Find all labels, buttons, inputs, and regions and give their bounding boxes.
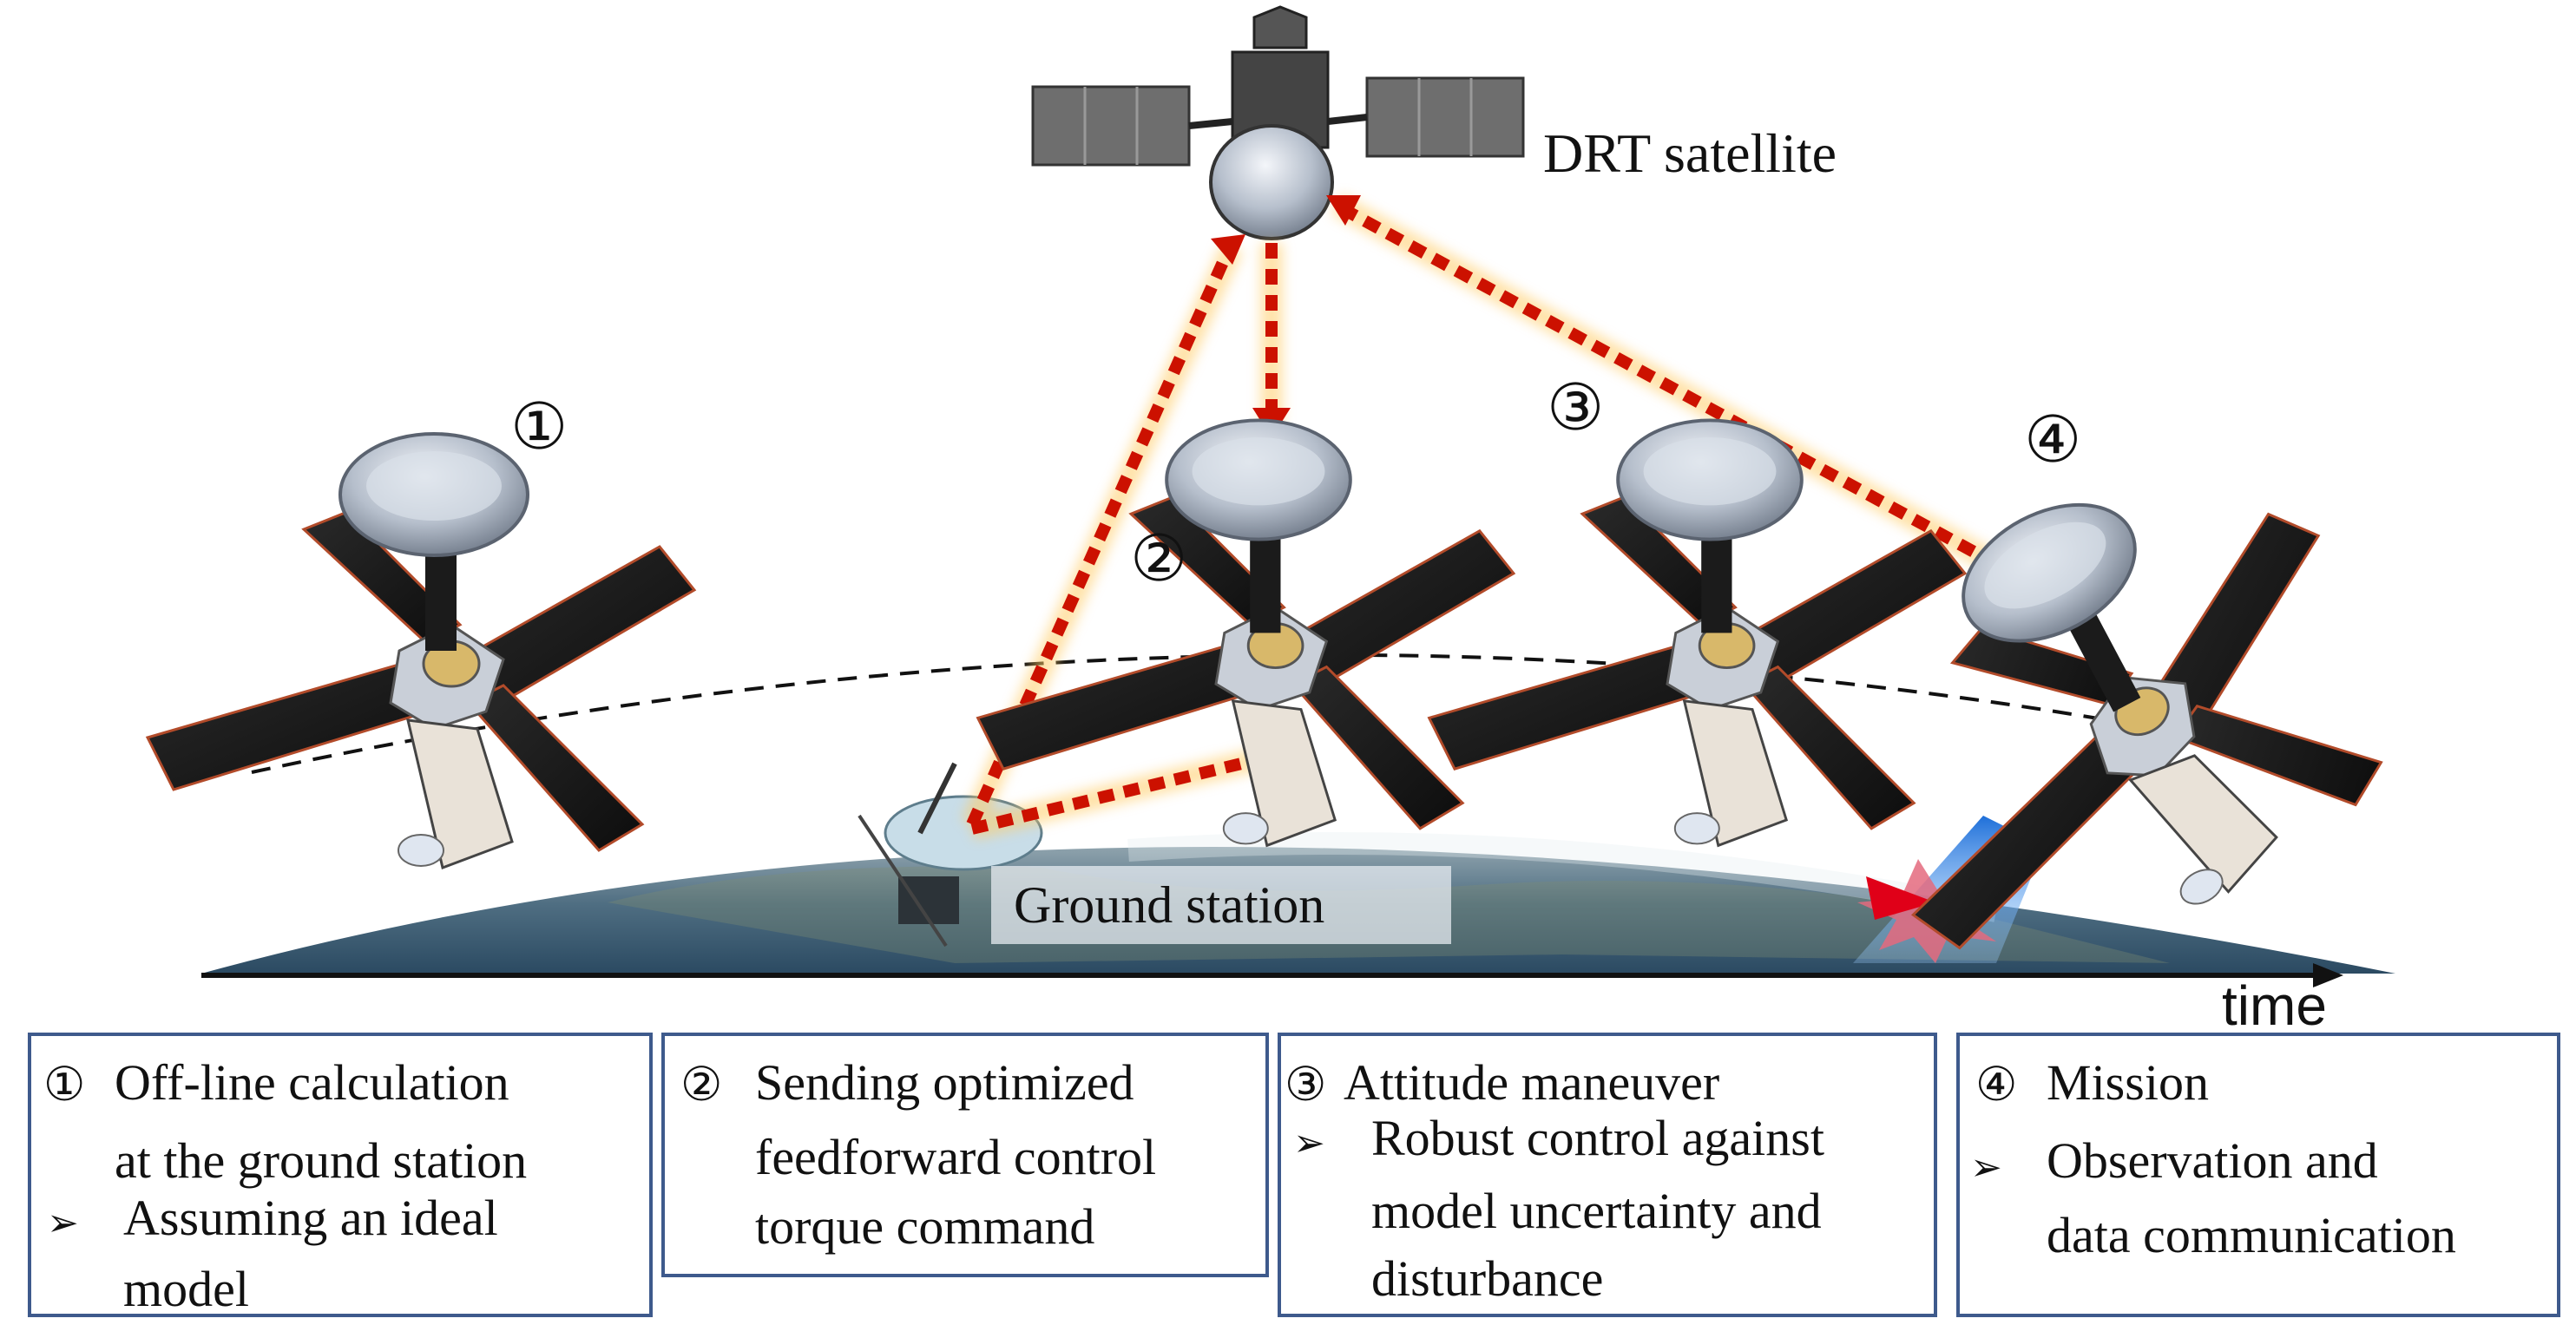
drt-satellite-label: DRT satellite <box>1543 122 1837 184</box>
step-marker-4: ④ <box>2024 403 2082 477</box>
step-2-title-line-3: torque command <box>755 1198 1095 1255</box>
step-3-number: ③ <box>1285 1057 1327 1112</box>
step-3-box: ③ Attitude maneuver ➢ Robust control aga… <box>1278 1033 1937 1317</box>
drt-satellite <box>1031 5 1525 240</box>
step-2-title-line-1: Sending optimized <box>755 1054 1134 1111</box>
step-marker-1: ① <box>510 390 568 464</box>
step-4-title: Mission <box>2047 1054 2209 1111</box>
step-marker-3: ③ <box>1547 371 1605 445</box>
step-2-box: ② Sending optimized feedforward control … <box>661 1033 1269 1277</box>
step-1-title-line-2: at the ground station <box>115 1132 528 1189</box>
step-4-detail-line-1: Observation and <box>2047 1132 2378 1189</box>
step-4-bullet-icon: ➢ <box>1970 1145 2002 1190</box>
step-1-number: ① <box>43 1057 86 1112</box>
step-2-title-line-2: feedforward control <box>755 1129 1157 1185</box>
step-4-box: ④ Mission ➢ Observation and data communi… <box>1956 1033 2560 1317</box>
step-3-detail-line-1: Robust control against <box>1371 1110 1824 1166</box>
step-1-box: ① Off-line calculation at the ground sta… <box>28 1033 653 1317</box>
step-1-bullet-icon: ➢ <box>47 1201 79 1245</box>
step-marker-2: ② <box>1130 521 1188 596</box>
step-3-detail-line-3: disturbance <box>1371 1250 1604 1307</box>
satellite-step-1 <box>146 432 696 869</box>
satellite-step-3 <box>1427 418 1967 848</box>
step-3-detail-line-2: model uncertainty and <box>1371 1183 1822 1239</box>
step-3-title: Attitude maneuver <box>1344 1054 1720 1111</box>
step-1-detail-line-2: model <box>123 1261 249 1317</box>
time-axis-arrowhead <box>2313 963 2343 987</box>
step-3-bullet-icon: ➢ <box>1293 1121 1325 1165</box>
step-2-number: ② <box>680 1057 723 1112</box>
disturbance-mark <box>1866 876 1935 920</box>
step-4-detail-line-2: data communication <box>2047 1207 2456 1263</box>
step-4-number: ④ <box>1975 1057 2018 1112</box>
step-1-title-line-1: Off-line calculation <box>115 1054 509 1111</box>
ground-station-label: Ground station <box>991 866 1451 944</box>
step-1-detail-line-1: Assuming an ideal <box>123 1190 498 1246</box>
time-axis-label: time <box>2222 974 2327 1037</box>
